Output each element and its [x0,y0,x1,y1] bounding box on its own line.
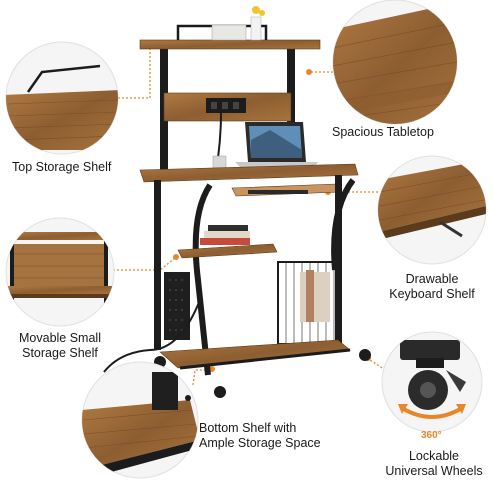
label-lockable-universal-wheels: Lockable Universal Wheels [385,449,483,478]
rotation-360-label: 360° [421,430,442,441]
detail-lockable-wheels [381,331,483,433]
label-bottom-shelf: Bottom Shelf with Ample Storage Space [199,421,321,450]
detail-bottom-shelf [81,361,199,479]
label-drawable-keyboard-shelf: Drawable Keyboard Shelf [389,272,475,301]
label-spacious-tabletop: Spacious Tabletop [332,125,434,139]
detail-top-storage-shelf [5,41,119,155]
detail-movable-shelf [5,217,115,327]
label-top-storage-shelf: Top Storage Shelf [12,160,112,174]
detail-keyboard-shelf [377,155,487,265]
computer-desk [103,6,371,398]
detail-spacious-tabletop [332,0,458,125]
label-movable-small-storage-shelf: Movable Small Storage Shelf [19,331,101,360]
